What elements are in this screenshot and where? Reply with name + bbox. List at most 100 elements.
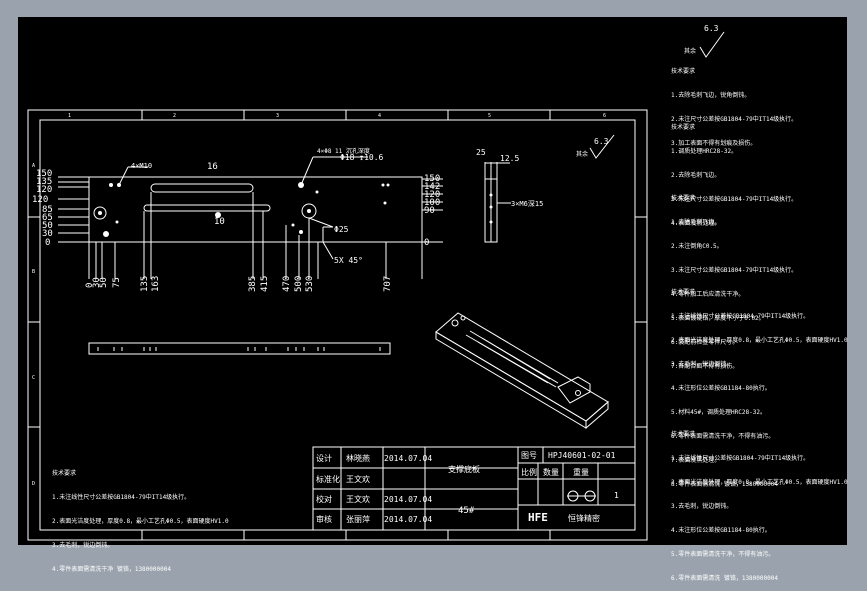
dim-bottom-135: 135 bbox=[140, 276, 150, 292]
tb-role-4: 审核 bbox=[316, 514, 332, 524]
dim-left-120b: 120 bbox=[32, 195, 48, 205]
inner-note-line: 2.表面光洁度处理，厚度0.8，最小工艺孔Φ0.5，表面硬度HV1.0 bbox=[52, 518, 229, 525]
side-view[interactable] bbox=[484, 162, 511, 243]
note-line: 4.未注形位公差按GB1184-80执行。 bbox=[671, 527, 771, 534]
dim-right-142: 142 bbox=[424, 182, 440, 192]
inner-notes-heading: 技术要求 bbox=[52, 470, 77, 477]
tb-name-3: 王文欢 bbox=[346, 494, 370, 504]
tb-date-3: 2014.07.04 bbox=[384, 495, 432, 504]
tb-header-scale: 比例 bbox=[521, 467, 537, 477]
svg-text:其余: 其余 bbox=[684, 47, 696, 55]
note-line: 5.表面镀硬铬，厚度不小于0.02。 bbox=[671, 315, 765, 322]
dim-left-30: 30 bbox=[42, 229, 53, 239]
callout-3xm6: 3×M6深15 bbox=[511, 199, 543, 208]
zone-row-d: D bbox=[32, 481, 35, 487]
dim-right-100: 100 bbox=[424, 198, 440, 208]
inner-notes: 技术要求 1.未注线性尺寸公差按GB1804-79中IT14级执行。 2.表面光… bbox=[52, 454, 229, 582]
side-notes-4: 技术要求 1.未注线性尺寸公差按GB1804-79中IT14级执行。 2.表面光… bbox=[671, 273, 848, 497]
dim-bottom-707: 707 bbox=[383, 276, 393, 292]
side-notes-1: 技术要求 1.去除毛刺飞边，锐角倒钝。 2.未注尺寸公差按GB1804-79中I… bbox=[671, 52, 797, 156]
inner-note-line: 4.零件表面需清洗干净 镀铬，1380000004 bbox=[52, 566, 171, 573]
dim-right-120: 120 bbox=[424, 190, 440, 200]
dim-label-16: 16 bbox=[207, 162, 218, 172]
zone-col-1: 1 bbox=[68, 113, 71, 119]
dim-left-85: 85 bbox=[42, 205, 53, 215]
tb-company: 恒锋精密 bbox=[568, 513, 600, 523]
notes-heading: 技术要求 bbox=[671, 195, 696, 202]
callout-phi25: Φ25 bbox=[334, 225, 349, 234]
note-line: 2.去除毛刺飞边。 bbox=[671, 172, 721, 179]
note-line: 3.未注尺寸公差按GB1804-79中IT14级执行。 bbox=[671, 196, 798, 203]
brand-logo: HFE bbox=[528, 511, 548, 524]
note-line: 1.调质处理HRC28-32。 bbox=[671, 148, 738, 155]
svg-text:其余: 其余 bbox=[576, 150, 588, 158]
front-view-dimensions: 150 135 120 120 85 65 50 30 0 150 142 12… bbox=[32, 147, 440, 265]
inner-note-line: 3.去毛刺，锐边倒钝。 bbox=[52, 542, 114, 549]
dim-bottom-470: 470 bbox=[282, 276, 292, 292]
dim-right-90: 90 bbox=[424, 206, 435, 216]
dim-left-65: 65 bbox=[42, 213, 53, 223]
bottom-dimensions: 0 30 50 75 135 163 385 415 470 500 530 7… bbox=[85, 276, 393, 292]
dim-left-120a: 120 bbox=[36, 185, 52, 195]
note-line: 5.零件表面需清洗干净，不得有油污。 bbox=[671, 551, 775, 558]
tb-material: 45# bbox=[458, 506, 475, 516]
tb-role-3: 校对 bbox=[316, 494, 332, 504]
note-line: 2.表面光洁度处理，厚度0.8，最小工艺孔Φ0.5，表面硬度HV1.0 bbox=[671, 337, 848, 344]
note-line: 2.表面光洁度处理，厚度0.8，最小工艺孔Φ0.5，表面硬度HV1.0 bbox=[671, 479, 848, 486]
bottom-view[interactable] bbox=[88, 342, 391, 355]
cad-viewport[interactable]: 1 2 3 4 5 6 A B C D bbox=[18, 17, 848, 582]
note-line: 6.装配前检查零件尺寸。 bbox=[671, 339, 739, 346]
note-line: 4.表面发黑处理。 bbox=[671, 220, 721, 227]
tb-header-weight: 重量 bbox=[573, 467, 589, 477]
notes-heading: 技术要求 bbox=[671, 431, 696, 438]
dim-left-135: 135 bbox=[36, 177, 52, 187]
tb-drawing-no: HPJ40601-02-01 bbox=[548, 451, 616, 460]
tb-name-1: 林晓燕 bbox=[346, 453, 370, 463]
side-notes-5: 技术要求 1.未注线性尺寸公差按GB1804-79中IT14级执行。 2.表面光… bbox=[671, 415, 848, 591]
isometric-view[interactable] bbox=[435, 312, 609, 430]
title-block[interactable] bbox=[312, 446, 636, 531]
dim-label-10: 10 bbox=[214, 217, 225, 227]
note-line: 1.去除毛刺飞边，锐角倒钝。 bbox=[671, 92, 751, 99]
dim-bottom-500: 500 bbox=[294, 276, 304, 292]
drawing-canvas[interactable]: 1 2 3 4 5 6 A B C D bbox=[18, 17, 847, 545]
tb-role-1: 设计 bbox=[316, 453, 332, 463]
note-line: 3.未注尺寸公差按GB1804-79中IT14级执行。 bbox=[671, 267, 798, 274]
front-view[interactable] bbox=[58, 156, 443, 279]
note-line: 3.去毛刺，锐边倒钝。 bbox=[671, 503, 733, 510]
dim-right-0: 0 bbox=[424, 238, 429, 248]
side-dim-25: 25 bbox=[476, 148, 486, 157]
tb-date-4: 2014.07.04 bbox=[384, 515, 432, 524]
zone-row-c: C bbox=[32, 375, 35, 381]
note-line: 1.未注线性尺寸公差按GB1804-79中IT14级执行。 bbox=[671, 455, 810, 462]
tb-scale: 1 bbox=[614, 491, 619, 500]
tb-drawing-no-label: 图号 bbox=[521, 451, 537, 460]
note-line: 7.各配合面不得有损伤。 bbox=[671, 363, 739, 370]
note-line: 2.未注倒角C0.5。 bbox=[671, 243, 723, 250]
sheet-outer-border bbox=[27, 109, 648, 541]
note-line: 6.零件表面需清洗 镀铬，1380000004 bbox=[671, 575, 778, 582]
note-line: 4.未注形位公差按GB1184-80执行。 bbox=[671, 385, 771, 392]
tb-name-4: 张丽萍 bbox=[346, 514, 370, 524]
dim-bottom-75: 75 bbox=[112, 277, 122, 288]
notes-heading: 技术要求 bbox=[671, 289, 696, 296]
note-line: 1.未注线性尺寸公差按GB1804-79中IT14级执行。 bbox=[671, 313, 810, 320]
zone-col-5: 5 bbox=[488, 113, 491, 119]
note-line: 1.去除毛刺飞边。 bbox=[671, 219, 721, 226]
svg-text:6.3: 6.3 bbox=[704, 24, 719, 33]
callout-phi18: Φ18 ↧10.6 bbox=[340, 153, 384, 162]
dim-bottom-30: 30 bbox=[92, 277, 102, 288]
zone-row-a: A bbox=[32, 163, 35, 169]
tb-part-name: 支撑底板 bbox=[448, 464, 480, 474]
zone-col-3: 3 bbox=[276, 113, 279, 119]
dim-left-0: 0 bbox=[45, 238, 50, 248]
callout-chamfer: 5X 45° bbox=[334, 256, 363, 265]
side-notes-2: 技术要求 1.调质处理HRC28-32。 2.去除毛刺飞边。 3.未注尺寸公差按… bbox=[671, 108, 797, 236]
zone-ticks bbox=[28, 110, 647, 540]
note-line: 4.零件加工后应清洗干净。 bbox=[671, 291, 745, 298]
side-notes-3: 技术要求 1.去除毛刺飞边。 2.未注倒角C0.5。 3.未注尺寸公差按GB18… bbox=[671, 179, 797, 379]
tb-header-qty: 数量 bbox=[543, 467, 559, 477]
roughness-symbol-main: 6.3 其余 bbox=[576, 134, 615, 159]
notes-heading: 技术要求 bbox=[671, 68, 696, 75]
callout-counterbore: 4×Φ8 11 沉孔深度 bbox=[317, 147, 370, 155]
